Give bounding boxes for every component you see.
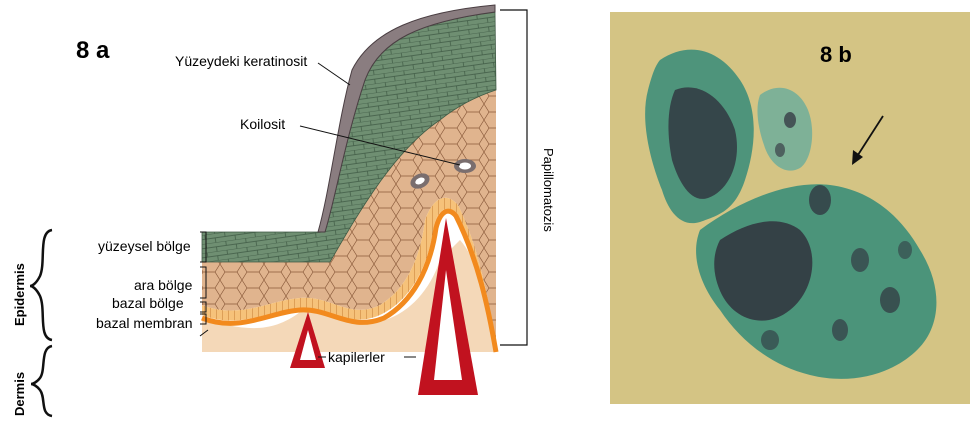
dermis-label: Dermis bbox=[12, 372, 27, 416]
intermediate-zone-label: ara bölge bbox=[134, 277, 193, 293]
papillomatosis-bracket bbox=[500, 10, 527, 345]
papillomatosis-label: Papillomatozis bbox=[541, 148, 556, 232]
koilocyte-label: Koilosit bbox=[240, 116, 285, 132]
dermis-brace bbox=[31, 346, 52, 416]
koilocyte-cell bbox=[454, 159, 476, 173]
epidermis-brace bbox=[30, 230, 52, 340]
panel-a-diagram: 8 a Yüzeydeki keratinosit Koilosit yüzey… bbox=[12, 5, 556, 416]
panel-b-label: 8 b bbox=[820, 42, 852, 67]
basement-membrane-label: bazal membran bbox=[96, 315, 193, 331]
panel-b-micrograph: 8 b bbox=[610, 12, 970, 404]
keratinocyte-pointer bbox=[318, 63, 350, 85]
keratinocyte-label: Yüzeydeki keratinosit bbox=[175, 53, 307, 69]
basal-zone-label: bazal bölge bbox=[112, 295, 184, 311]
superficial-zone-label: yüzeysel bölge bbox=[98, 238, 191, 254]
epidermis-label: Epidermis bbox=[12, 263, 27, 326]
panel-a-label: 8 a bbox=[76, 37, 110, 64]
capillaries-label: kapilerler bbox=[328, 349, 385, 365]
